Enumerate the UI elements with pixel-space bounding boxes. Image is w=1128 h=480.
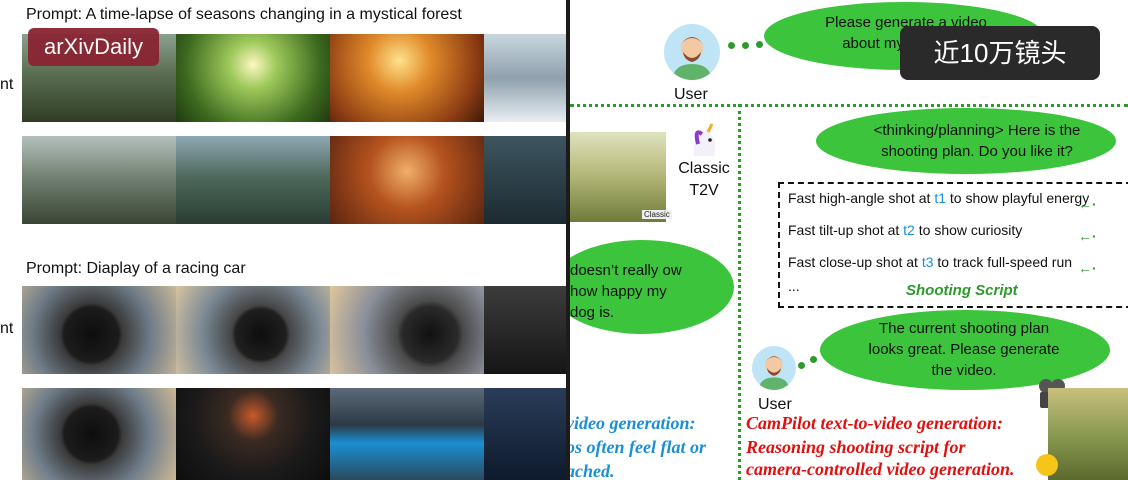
classic-label: Classic T2V <box>678 160 730 199</box>
script-line-4: ... <box>788 278 800 294</box>
car-strip-1 <box>22 286 566 374</box>
arrow-icon: ←· <box>1078 228 1097 244</box>
row-label-2: nt <box>0 320 14 337</box>
script-line-3: Fast close-up shot at t3 to track full-s… <box>788 254 1073 270</box>
arrow-icon: ←· <box>1078 260 1097 276</box>
plan-cloud <box>816 108 1116 174</box>
user-avatar-2 <box>752 346 796 390</box>
unicorn-icon <box>684 118 724 158</box>
classic-caption-1: video generation: <box>570 413 696 433</box>
campilot-caption-2: Reasoning shooting script for <box>746 437 966 457</box>
forest-frame-2a <box>22 136 176 224</box>
arrow-icon: ←· <box>1078 196 1097 212</box>
classic-video-thumb <box>570 132 666 222</box>
forest-frame-2c <box>330 136 484 224</box>
user-icon <box>672 37 712 80</box>
plan-text: <thinking/planning> Here is the shooting… <box>873 122 1081 160</box>
campilot-figure: User Please generate a video about my do… <box>570 0 1128 480</box>
shooting-script-box <box>778 182 1128 308</box>
car-frame-1a <box>22 286 176 374</box>
separator-horizontal <box>570 104 1128 107</box>
car-frame-2b <box>176 388 330 480</box>
thought-dot <box>810 356 817 363</box>
separator-vertical <box>738 104 741 480</box>
generated-video-thumb <box>1048 388 1128 480</box>
forest-frame-autumn <box>330 34 484 122</box>
user-label-2: User <box>758 396 792 413</box>
panel-divider <box>566 0 570 480</box>
complaint-cloud <box>570 240 734 334</box>
car-strip-2 <box>22 388 566 480</box>
user-icon <box>758 356 790 390</box>
campilot-caption-3: camera-controlled video generation. <box>746 459 1015 479</box>
comparison-panel: Prompt: A time-lapse of seasons changing… <box>0 6 566 480</box>
watermark-badge: arXivDaily <box>28 28 160 66</box>
thought-dot <box>742 42 749 49</box>
forest-frame-summer <box>176 34 330 122</box>
forest-strip-2 <box>22 136 566 224</box>
script-line-2: Fast tilt-up shot at t2 to show curiosit… <box>788 222 1023 238</box>
classic-caption-3: ached. <box>570 461 615 480</box>
car-frame-1c <box>330 286 484 374</box>
script-title: Shooting Script <box>906 282 1018 299</box>
smile-emoji-icon <box>1036 454 1058 476</box>
classic-thumb-tag: Classic <box>642 210 672 219</box>
car-frame-2c <box>330 388 484 480</box>
forest-frame-winter <box>484 34 566 122</box>
thought-dot <box>728 42 735 49</box>
complaint-text: doesn’t really ow how happy my dog is. <box>570 262 682 321</box>
prompt-1: Prompt: A time-lapse of seasons changing… <box>26 6 462 23</box>
thought-dot <box>756 41 763 48</box>
overlay-caption: 近10万镜头 <box>900 26 1100 80</box>
user-label: User <box>674 86 708 103</box>
car-frame-1b <box>176 286 330 374</box>
user-avatar <box>664 24 720 80</box>
classic-caption-2: os often feel flat or <box>570 437 706 457</box>
script-line-1: Fast high-angle shot at t1 to show playf… <box>788 190 1090 206</box>
campilot-caption-1: CamPilot text-to-video generation: <box>746 413 1003 433</box>
row-label: nt <box>0 76 14 93</box>
car-frame-2a <box>22 388 176 480</box>
car-frame-1d <box>484 286 566 374</box>
approve-cloud <box>820 310 1110 390</box>
prompt-2: Prompt: Diaplay of a racing car <box>26 260 246 277</box>
forest-frame-2d <box>484 136 566 224</box>
thought-dot <box>798 362 805 369</box>
car-frame-2d <box>484 388 566 480</box>
forest-frame-2b <box>176 136 330 224</box>
approve-text: The current shooting plan looks great. P… <box>868 320 1060 379</box>
